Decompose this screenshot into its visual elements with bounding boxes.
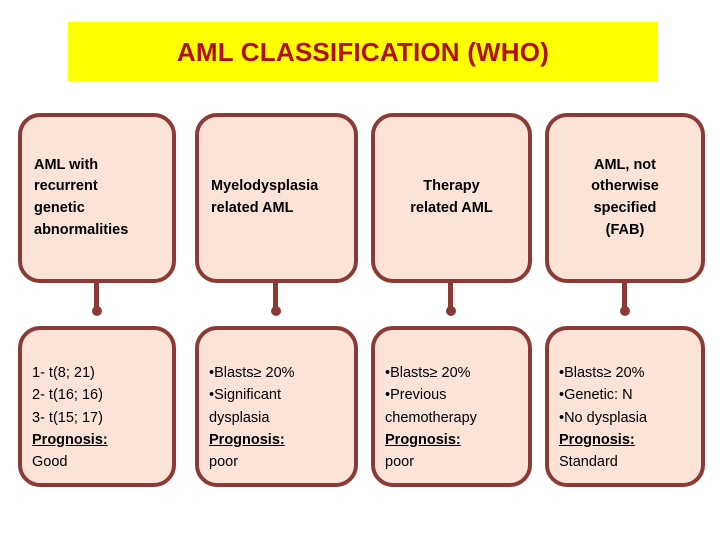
connector-line-1 <box>91 281 102 316</box>
prognosis-label: Prognosis: <box>209 431 285 448</box>
title-banner: AML CLASSIFICATION (WHO) <box>68 22 658 81</box>
prognosis-label: Prognosis: <box>32 431 108 448</box>
prognosis-value: poor <box>385 453 415 470</box>
category-label: AML, not otherwise specified (FAB) <box>591 156 659 238</box>
category-box-recurrent-genetic-abnormalities[interactable]: AML with recurrent genetic abnormalities <box>18 113 176 283</box>
page-title: AML CLASSIFICATION (WHO) <box>176 36 550 67</box>
category-label: AML with recurrent genetic abnormalities <box>34 156 129 238</box>
prognosis-label: Prognosis: <box>559 431 635 448</box>
prognosis-label: Prognosis: <box>385 431 461 448</box>
connector-line-3 <box>445 281 456 316</box>
prognosis-value: Good <box>32 453 68 470</box>
category-box-aml-not-otherwise-specified[interactable]: AML, not otherwise specified (FAB) <box>545 113 705 283</box>
detail-box-recurrent-genetic-abnormalities[interactable]: 1- t(8; 21)2- t(16; 16)3- t(15; 17) Progn… <box>18 326 176 487</box>
prognosis-value: poor <box>209 453 239 470</box>
connector-line-2 <box>270 281 281 316</box>
category-box-therapy-related-aml[interactable]: Therapy related AML <box>371 113 532 283</box>
detail-lines: 1- t(8; 21)2- t(16; 16)3- t(15; 17) <box>32 365 103 426</box>
category-label: Myelodysplasia related AML <box>211 178 319 216</box>
category-label: Therapy related AML <box>410 178 493 216</box>
category-box-myelodysplasia-related-aml[interactable]: Myelodysplasia related AML <box>195 113 358 283</box>
connector-line-4 <box>619 281 630 316</box>
detail-lines: •Blasts≥ 20%•Genetic: N•No dysplasia <box>559 365 648 426</box>
detail-content: 1- t(8; 21)2- t(16; 16)3- t(15; 17) Progn… <box>22 340 172 472</box>
prognosis-value: Standard <box>559 453 618 470</box>
